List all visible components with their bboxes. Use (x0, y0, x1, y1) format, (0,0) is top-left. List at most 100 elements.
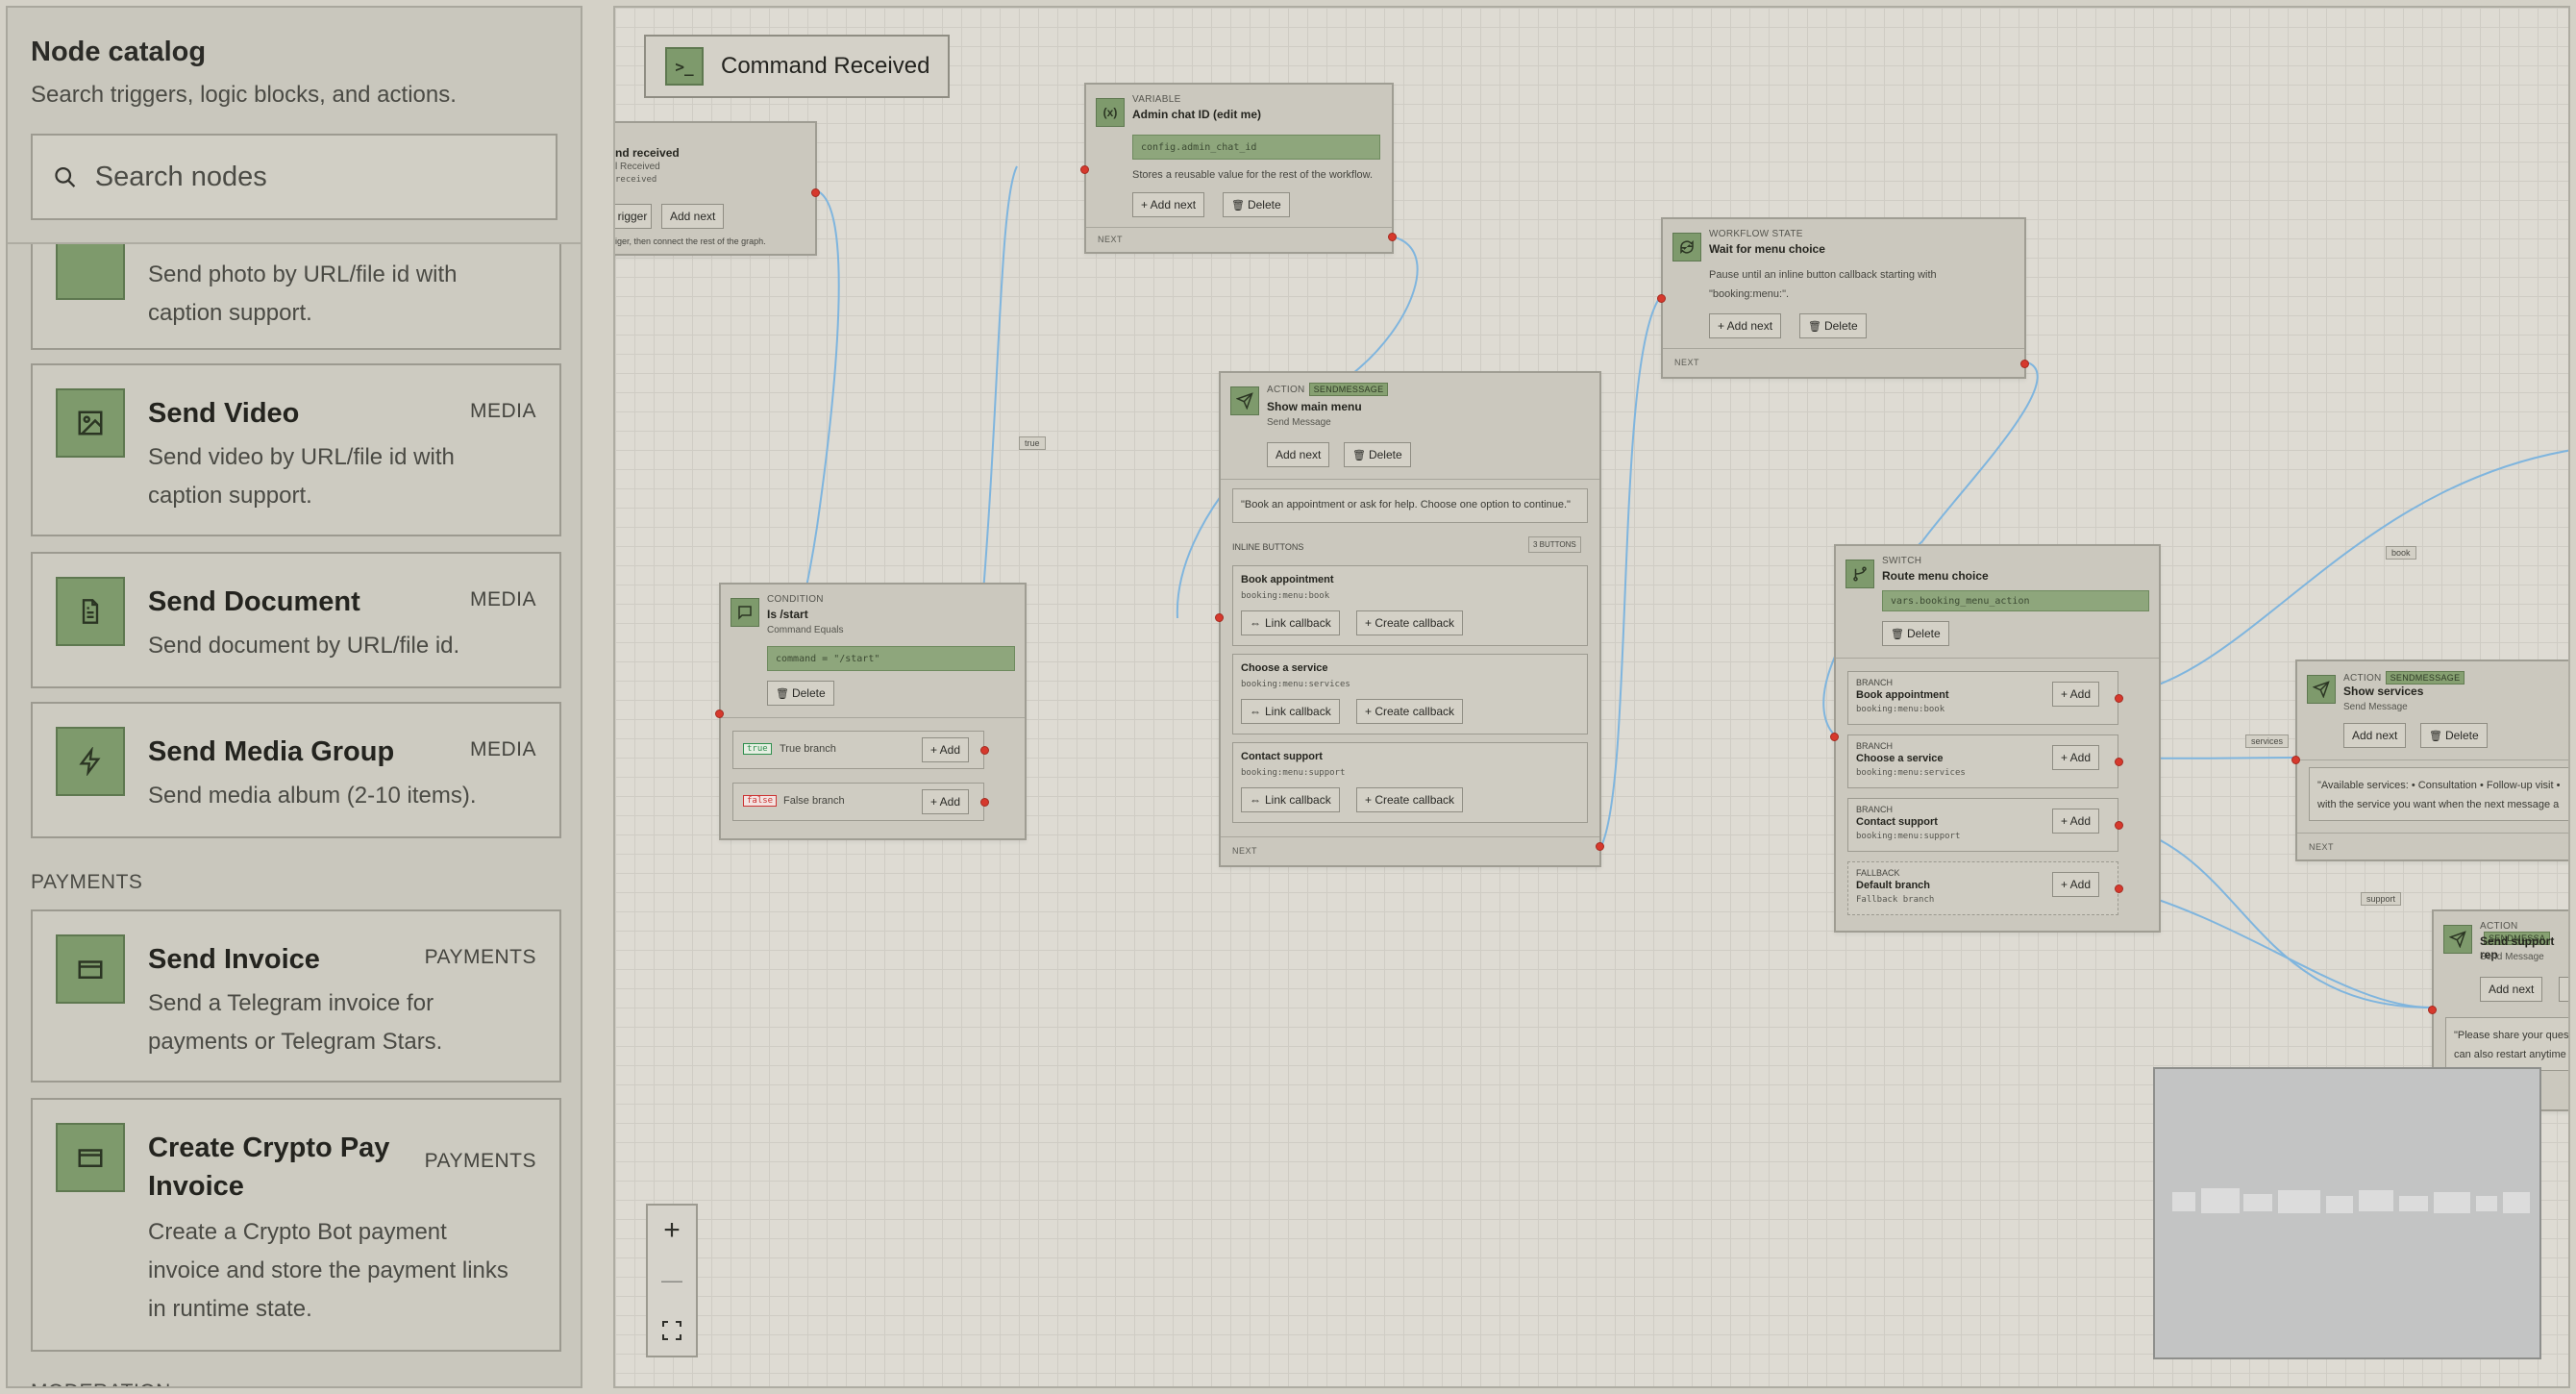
workflow-canvas[interactable]: >_ Command Received nd received l Receiv… (613, 6, 2570, 1388)
condition-code[interactable]: command = "/start" (767, 646, 1015, 671)
node-subtitle: Command Equals (767, 625, 844, 635)
branch-output-port[interactable] (2115, 694, 2123, 703)
output-port[interactable] (811, 188, 820, 197)
add-branch-button[interactable]: + Add (922, 737, 970, 762)
link-icon: ⇔ (1250, 616, 1261, 630)
set-trigger-button[interactable]: rigger (615, 204, 652, 229)
minimap[interactable] (2153, 1067, 2541, 1359)
zoom-controls: + — (646, 1204, 698, 1357)
switch-branch-book[interactable]: BRANCH Book appointment booking:menu:boo… (1847, 671, 2118, 725)
node-variable-admin-chat-id[interactable]: (x) VARIABLE Admin chat ID (edit me) con… (1080, 83, 1397, 254)
delete-button[interactable]: 🗑Delete (1882, 621, 1949, 646)
catalog-card-send-invoice[interactable]: Send Invoice PAYMENTS Send a Telegram in… (31, 909, 561, 1083)
variable-code[interactable]: config.admin_chat_id (1132, 135, 1380, 160)
switch-branch-services[interactable]: BRANCH Choose a service booking:menu:ser… (1847, 734, 2118, 788)
trash-icon: 🗑 (1808, 320, 1821, 333)
command-received-chip[interactable]: >_ Command Received (644, 35, 950, 98)
branch-output-port[interactable] (2115, 821, 2123, 830)
delete-button[interactable]: 🗑Delete (2420, 723, 2488, 748)
edge-label-support: support (2361, 892, 2402, 906)
add-branch-button[interactable]: + Add (2052, 745, 2100, 770)
inline-button-book[interactable]: Book appointment booking:menu:book ⇔ Link… (1232, 565, 1588, 646)
link-callback-button[interactable]: ⇔Link callback (1241, 699, 1340, 724)
create-callback-button[interactable]: + Create callback (1356, 610, 1464, 635)
message-preview[interactable]: "Book an appointment or ask for help. Ch… (1232, 488, 1588, 523)
send-icon (2307, 675, 2336, 704)
add-branch-button[interactable]: + Add (2052, 809, 2100, 834)
button-code: booking:menu:book (1241, 591, 1330, 601)
delete-button[interactable]: 🗑Delete (767, 681, 834, 706)
send-icon (2443, 925, 2472, 954)
message-preview[interactable]: "Available services: • Consultation • Fo… (2309, 767, 2568, 821)
node-condition-is-start[interactable]: CONDITION Is /start Command Equals comma… (715, 583, 1027, 840)
delete-button[interactable]: 🗑Delete (1799, 313, 1867, 338)
branch-output-port[interactable] (2115, 758, 2123, 766)
input-port[interactable] (715, 709, 724, 718)
add-next-button[interactable]: Add next (2343, 723, 2407, 748)
add-branch-button[interactable]: + Add (2052, 872, 2100, 897)
zoom-out-button[interactable]: — (661, 1268, 682, 1292)
input-port[interactable] (1080, 165, 1089, 174)
catalog-card-send-document[interactable]: Send Document MEDIA Send document by URL… (31, 552, 561, 688)
delete-button[interactable] (2559, 977, 2568, 1002)
output-port[interactable] (2020, 360, 2029, 368)
zoom-in-button[interactable]: + (663, 1214, 681, 1246)
input-port[interactable] (1215, 613, 1224, 622)
create-callback-button[interactable]: + Create callback (1356, 699, 1464, 724)
catalog-card-send-video[interactable]: Send Video MEDIA Send video by URL/file … (31, 363, 561, 536)
add-next-button[interactable]: + Add next (1132, 192, 1205, 217)
input-port[interactable] (2291, 756, 2300, 764)
node-note: Pause until an inline button callback st… (1709, 269, 1937, 281)
edge (2114, 449, 2568, 697)
branch-code: booking:menu:support (1856, 832, 1961, 841)
link-callback-button[interactable]: ⇔Link callback (1241, 787, 1340, 812)
branch-output-port[interactable] (2115, 884, 2123, 893)
add-next-button[interactable]: Add next (1267, 442, 1330, 467)
inline-button-support[interactable]: Contact support booking:menu:support ⇔Li… (1232, 742, 1588, 823)
true-output-port[interactable] (980, 746, 989, 755)
add-next-button[interactable]: Add next (661, 204, 725, 229)
button-title: Book appointment (1241, 574, 1334, 585)
fit-view-button[interactable] (648, 1306, 696, 1356)
node-kind: ACTIONSENDMESSA (2480, 921, 2568, 945)
node-title: Admin chat ID (edit me) (1132, 108, 1262, 121)
add-next-button[interactable]: Add next (2480, 977, 2543, 1002)
node-switch-route-menu-choice[interactable]: SWITCH Route menu choice vars.booking_me… (1830, 544, 2161, 933)
trash-icon: 🗑 (1352, 449, 1366, 461)
node-workflow-state-wait[interactable]: WORKFLOW STATE Wait for menu choice Paus… (1657, 217, 2029, 379)
switch-branch-support[interactable]: BRANCH Contact support booking:menu:supp… (1847, 798, 2118, 852)
card-desc: caption support. (148, 300, 312, 326)
input-port[interactable] (1830, 733, 1839, 741)
add-branch-button[interactable]: + Add (2052, 682, 2100, 707)
create-callback-button[interactable]: + Create callback (1356, 787, 1464, 812)
output-port[interactable] (1596, 842, 1604, 851)
search-input[interactable] (94, 161, 536, 193)
link-callback-button[interactable]: ⇔ Link callback (1241, 610, 1340, 635)
delete-button[interactable]: 🗑Delete (1344, 442, 1411, 467)
false-branch-row[interactable]: false False branch + Add (732, 783, 984, 821)
inline-button-services[interactable]: Choose a service booking:menu:services ⇔… (1232, 654, 1588, 734)
add-branch-button[interactable]: + Add (922, 789, 970, 814)
minimap-node (2503, 1192, 2530, 1213)
card-desc: Send document by URL/file id. (148, 633, 460, 659)
catalog-card-send-media-group[interactable]: Send Media Group MEDIA Send media album … (31, 702, 561, 838)
input-port[interactable] (2428, 1006, 2437, 1014)
delete-button[interactable]: 🗑Delete (1223, 192, 1290, 217)
node-trigger-command-received[interactable]: nd received l Received received rigger A… (615, 121, 820, 256)
search-box[interactable] (31, 134, 557, 220)
link-label: Link callback (1265, 616, 1331, 630)
catalog-card-create-crypto-pay-invoice[interactable]: Create Crypto Pay Invoice PAYMENTS Creat… (31, 1098, 561, 1352)
switch-branch-fallback[interactable]: FALLBACK Default branch Fallback branch … (1847, 861, 2118, 915)
search-icon (55, 166, 76, 187)
false-output-port[interactable] (980, 798, 989, 807)
add-next-button[interactable]: + Add next (1709, 313, 1782, 338)
trash-icon: 🗑 (1231, 199, 1245, 212)
true-branch-row[interactable]: true True branch + Add (732, 731, 984, 769)
message-preview[interactable]: "Please share your quest can also restar… (2445, 1017, 2568, 1071)
output-port[interactable] (1388, 233, 1397, 241)
switch-code[interactable]: vars.booking_menu_action (1882, 590, 2149, 611)
input-port[interactable] (1657, 294, 1666, 303)
